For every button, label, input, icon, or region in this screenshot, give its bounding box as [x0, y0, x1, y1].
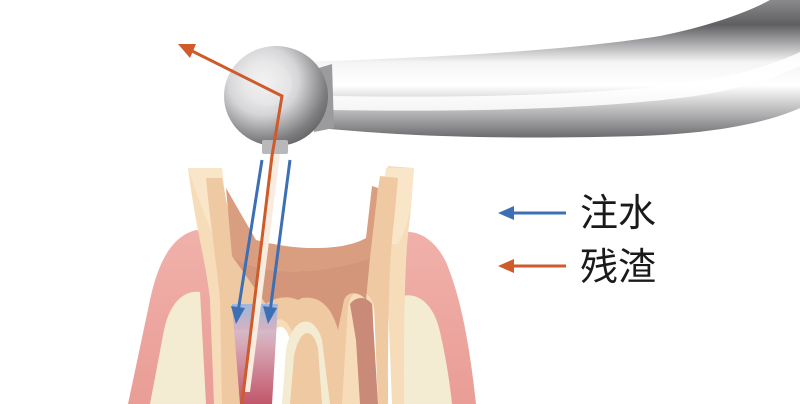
root-canal-right — [350, 298, 378, 404]
bone-left — [150, 291, 206, 404]
water-arrow-left-head — [231, 306, 245, 324]
handpiece-shaft-highlight — [330, 52, 800, 111]
legend: 注水 残渣 — [498, 191, 656, 289]
water-arrow-left — [236, 159, 264, 313]
dental-handpiece-icon — [224, 0, 800, 392]
debris-arrow-head — [178, 44, 196, 58]
legend-item-water: 注水 — [498, 191, 656, 235]
pulp-chamber-fill — [232, 256, 370, 330]
legend-label-water: 注水 — [580, 191, 656, 235]
inner-root-dentin — [290, 333, 322, 404]
water-arrow-right-head — [263, 306, 277, 324]
handpiece-shaft — [300, 0, 800, 138]
legend-water-arrow-head — [498, 206, 514, 220]
debris-flow-arrow — [178, 44, 284, 404]
water-arrow-right — [268, 159, 292, 313]
tooth-cross-section-icon — [128, 166, 476, 404]
legend-debris-arrow-head — [498, 259, 514, 273]
handpiece-head-cap — [244, 62, 292, 106]
legend-item-debris: 残渣 — [498, 245, 656, 289]
bone-right — [400, 295, 452, 404]
endodontic-file-icon — [244, 154, 280, 392]
pulp-chamber — [226, 186, 378, 272]
water-flow-arrows — [231, 159, 292, 324]
legend-label-debris: 残渣 — [580, 245, 656, 289]
debris-path — [189, 48, 284, 404]
